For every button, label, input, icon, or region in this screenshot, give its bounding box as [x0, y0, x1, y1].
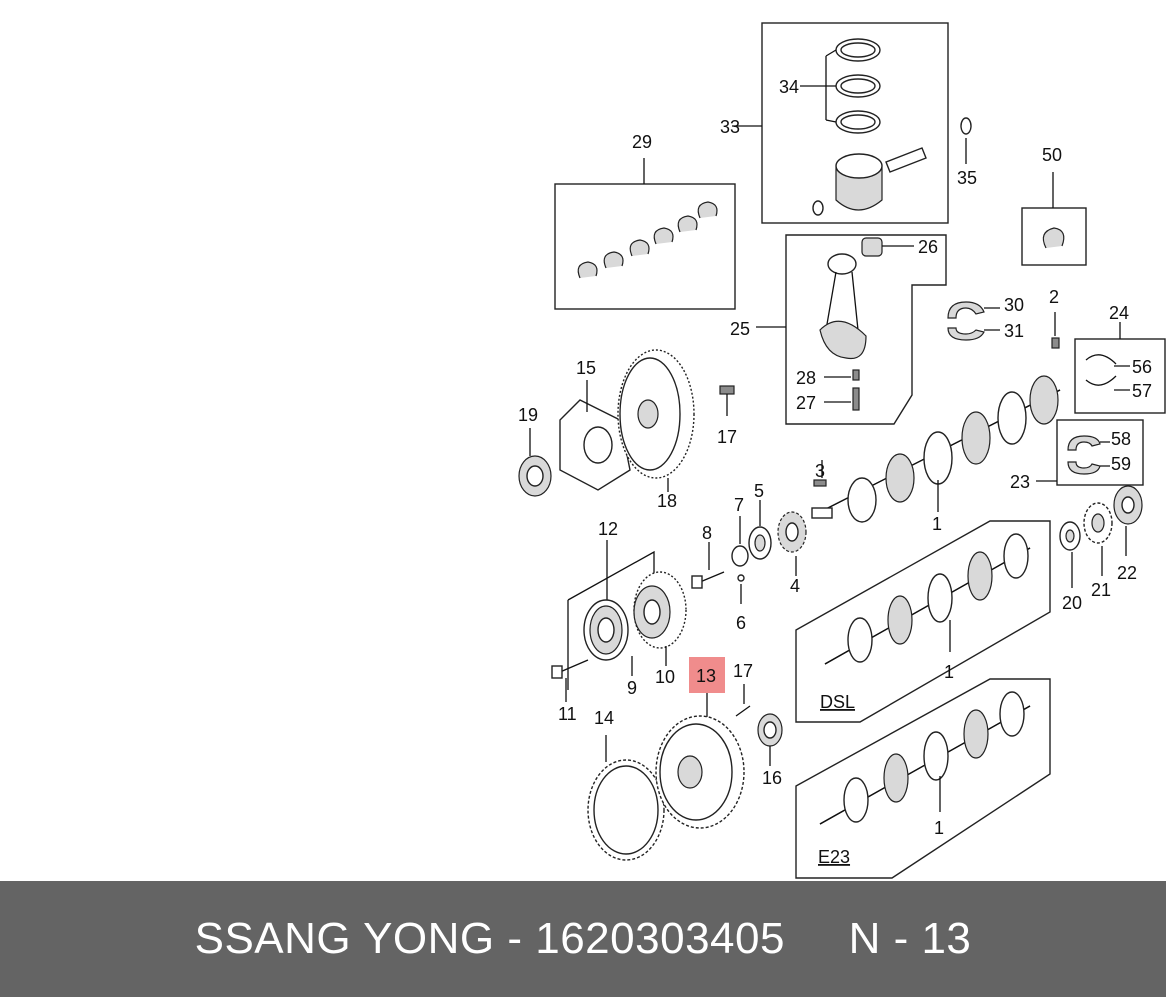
thrust-washer-set-24 — [1074, 322, 1166, 414]
callout-15: 15 — [576, 358, 596, 378]
piston-group — [732, 22, 949, 224]
callout-16: 16 — [762, 768, 782, 788]
callout-9: 9 — [627, 678, 637, 698]
callout-7: 7 — [734, 495, 744, 515]
parts-diagram: 33 34 35 29 25 26 28 27 50 — [518, 22, 1166, 879]
callout-4: 4 — [790, 576, 800, 596]
callout-58: 58 — [1111, 429, 1131, 449]
crankshaft-main — [811, 375, 1061, 523]
callout-26: 26 — [918, 237, 938, 257]
callout-23: 23 — [1010, 472, 1030, 492]
callout-11: 11 — [558, 704, 577, 724]
callout-10: 10 — [655, 667, 675, 687]
dowel-pin-part — [1051, 337, 1060, 349]
crankshaft-e23-variant — [795, 678, 1051, 879]
callout-8: 8 — [702, 523, 712, 543]
callout-6: 6 — [736, 613, 746, 633]
crankshaft-dsl-variant — [795, 520, 1051, 723]
key-part — [813, 479, 827, 487]
callout-20: 20 — [1062, 593, 1082, 613]
callout-25: 25 — [730, 319, 750, 339]
callout-27: 27 — [796, 393, 816, 413]
callout-56: 56 — [1132, 357, 1152, 377]
callout-35: 35 — [957, 168, 977, 188]
callout-14: 14 — [594, 708, 614, 728]
callout-29: 29 — [632, 132, 652, 152]
part-number-caption: SSANG YONG - 1620303405 N - 13 — [194, 914, 972, 963]
pilot-bearings — [1059, 485, 1143, 588]
oil-seal — [748, 500, 772, 560]
callout-24: 24 — [1109, 303, 1129, 323]
callout-17-lower: 17 — [733, 661, 753, 681]
conrod-bearing-shells — [947, 301, 1000, 341]
washer-part — [731, 516, 749, 567]
variant-label-e23: E23 — [818, 847, 850, 867]
callout-31: 31 — [1004, 321, 1024, 341]
pin-part — [737, 574, 745, 582]
connecting-rod-group — [756, 234, 947, 425]
pulley-damper-assembly — [567, 540, 687, 690]
callout-1-dsl: 1 — [944, 662, 954, 682]
bearing-50 — [1021, 172, 1087, 266]
drive-plate-group — [518, 349, 695, 497]
callout-1: 1 — [932, 514, 942, 534]
callout-17-upper: 17 — [717, 427, 737, 447]
variant-label-dsl: DSL — [820, 692, 855, 712]
callout-3: 3 — [815, 461, 825, 481]
callout-13-highlight — [689, 657, 725, 693]
bolt-17-upper — [719, 385, 735, 416]
circlip-part — [960, 117, 972, 135]
callout-18: 18 — [657, 491, 677, 511]
spacer-16 — [757, 713, 783, 766]
callout-57: 57 — [1132, 381, 1152, 401]
callout-59: 59 — [1111, 454, 1131, 474]
callout-50: 50 — [1042, 145, 1062, 165]
callout-13: 13 — [696, 666, 716, 686]
crank-gear — [777, 511, 807, 576]
callout-19: 19 — [518, 405, 538, 425]
callout-22: 22 — [1117, 563, 1137, 583]
footer-bar: SSANG YONG - 1620303405 N - 13 — [0, 881, 1166, 997]
callout-34: 34 — [779, 77, 799, 97]
flywheel-ring-gear — [587, 715, 745, 861]
bolt-17-lower — [735, 684, 751, 717]
callout-30: 30 — [1004, 295, 1024, 315]
bolt-8 — [691, 542, 725, 589]
callout-5: 5 — [754, 481, 764, 501]
callout-21: 21 — [1091, 580, 1111, 600]
callout-1-e23: 1 — [934, 818, 944, 838]
callout-28: 28 — [796, 368, 816, 388]
main-bearing-set — [554, 158, 736, 310]
bolt-11 — [551, 659, 589, 702]
thrust-bearing-set-23 — [1036, 419, 1144, 486]
callout-33: 33 — [720, 117, 740, 137]
callout-12: 12 — [598, 519, 618, 539]
callout-2: 2 — [1049, 287, 1059, 307]
